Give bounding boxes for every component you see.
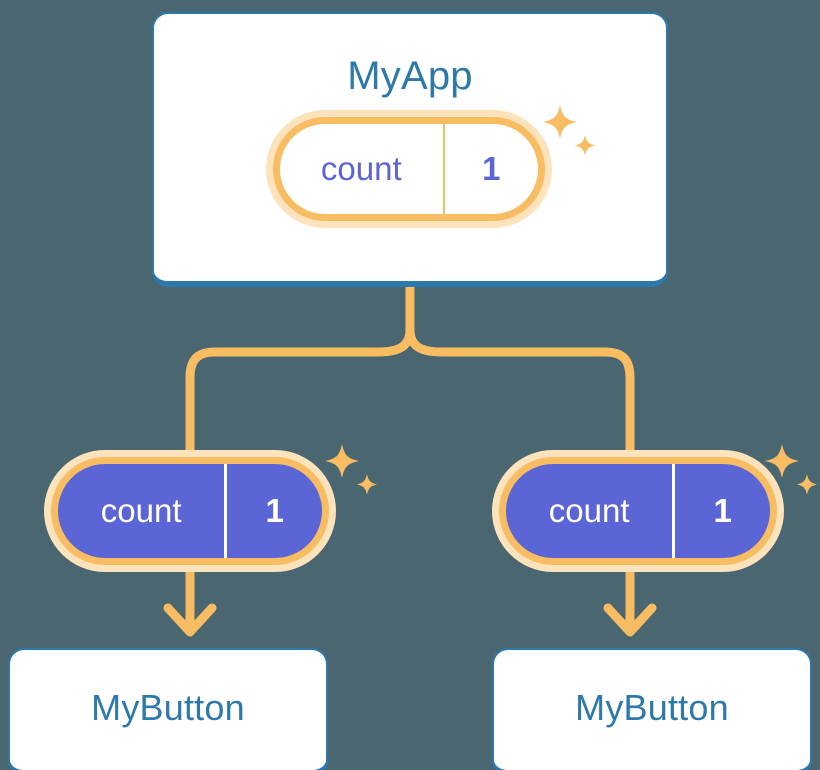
connector-branch-right	[405, 325, 635, 460]
state-pill-body: count 1	[280, 124, 538, 214]
sparkle-small-icon	[356, 474, 378, 495]
component-title: MyButton	[91, 687, 245, 728]
component-title: MyButton	[575, 687, 729, 728]
state-pill-ring: count 1	[273, 117, 545, 221]
state-value-label: 1	[672, 464, 770, 558]
state-key-label: count	[320, 150, 402, 187]
sparkle-small-icon	[796, 474, 818, 495]
arrowhead-left	[163, 603, 217, 637]
state-value-label: 1	[442, 124, 538, 214]
state-key-label: count	[548, 492, 630, 529]
state-pill-body: count 1	[506, 464, 770, 558]
component-card-mybutton-right[interactable]: MyButton	[492, 648, 812, 770]
state-pill-child-right[interactable]: count 1	[492, 450, 784, 572]
state-pill-root[interactable]: count 1	[266, 110, 552, 228]
state-pill-ring: count 1	[51, 457, 329, 565]
arrowhead-right	[603, 603, 657, 637]
sparkle-large-icon	[325, 444, 359, 478]
state-value-label: 1	[224, 464, 322, 558]
connector-branch-left	[185, 325, 415, 460]
page-title: MyApp	[347, 54, 473, 98]
component-card-mybutton-left[interactable]: MyButton	[8, 648, 328, 770]
state-pill-body: count 1	[58, 464, 322, 558]
state-pill-child-left[interactable]: count 1	[44, 450, 336, 572]
state-pill-ring: count 1	[499, 457, 777, 565]
state-key-label: count	[100, 492, 182, 529]
